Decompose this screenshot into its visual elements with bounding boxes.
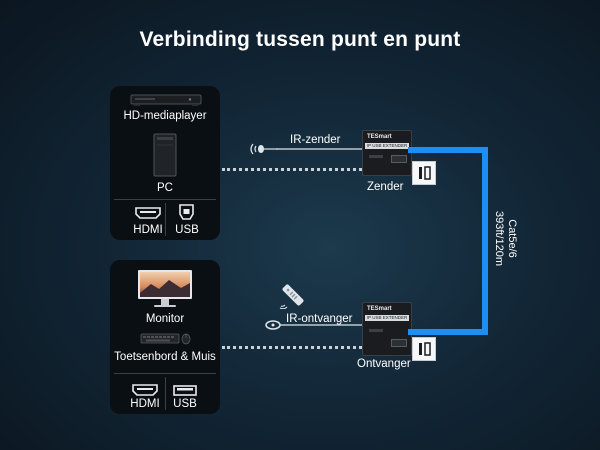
source-panel-divider [114,199,216,200]
display-panel-divider [114,373,216,374]
cat-cable-line [408,147,488,335]
usb-a-port-icon [173,385,197,396]
ir-receiver-label: IR-ontvanger [286,313,353,325]
receiver-brand: TESmart [367,306,392,312]
keyboard-mouse-label: Toetsenbord & Muis [114,351,216,363]
ir-transmitter-label: IR-zender [290,134,341,146]
transmitter-status-leds [369,155,383,158]
receiver-label: Ontvanger [357,358,411,370]
receiver-model: IP USB EXTENDER [366,315,408,320]
receiver-status-leds [369,329,383,332]
ir-remote-icon [279,284,304,309]
receiver-model-strip: IP USB EXTENDER [365,315,409,321]
display-hdmi-label: HDMI [130,398,160,410]
display-usb-label: USB [173,398,197,410]
source-hdmi-label: HDMI [133,224,163,236]
transmitter-port [391,155,407,163]
monitor-label: Monitor [145,313,185,325]
monitor-icon [138,270,192,307]
display-panel-port-divider [165,377,166,410]
ir-transmitter-cable [276,148,367,154]
transmitter-unit: TESmart IP USB EXTENDER [362,130,412,176]
transmitter-model-strip: IP USB EXTENDER [365,143,409,149]
transmitter-brand: TESmart [367,134,392,140]
pc-tower-icon [153,133,177,177]
media-player-label: HD-mediaplayer [123,110,207,122]
pc-label: PC [157,182,173,194]
ir-transmitter-icon [250,143,278,155]
source-usb-label: USB [175,224,199,236]
source-dotted-link [222,168,362,171]
hdmi-port-icon [135,207,161,219]
receiver-unit: TESmart IP USB EXTENDER [362,302,412,356]
hdmi-port-icon [132,384,158,396]
receiver-port [391,339,407,347]
transmitter-label: Zender [367,181,404,193]
page-title: Verbinding tussen punt en punt [139,28,461,51]
keyboard-mouse-icon [140,333,191,345]
source-panel-port-divider [165,203,166,236]
usb-b-port-icon [179,204,194,220]
cable-type: Cat5e/6 [506,219,518,258]
transmitter-model: IP USB EXTENDER [366,143,408,148]
cable-spec-label: Cat5e/6 393ft/120m [492,211,518,266]
transmitter-switch-icon [412,161,436,185]
media-player-icon [130,94,202,106]
receiver-switch-icon [412,337,436,361]
display-dotted-link [222,346,362,349]
ir-receiver-cable [280,324,369,336]
cable-length: 393ft/120m [493,211,505,267]
